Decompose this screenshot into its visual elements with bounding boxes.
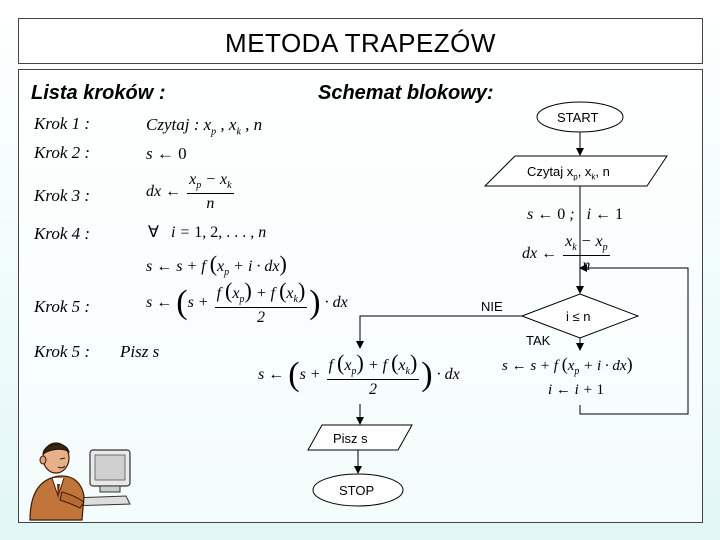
step-3-label: Krok 3 : — [34, 186, 91, 205]
flowchart-header: Schemat blokowy: — [318, 82, 494, 104]
no-label: NIE — [481, 299, 503, 314]
step-2-label: Krok 2 : — [34, 143, 91, 162]
stop-terminal — [312, 473, 404, 507]
loop-sum-formula: s ← s + f (xp + i · dx) — [502, 354, 633, 377]
person-at-computer-illustration — [29, 442, 131, 521]
title-box: METODA TRAPEZÓW — [18, 18, 703, 64]
step-4-loop: ∀ i = 1, 2, . . . , n — [148, 224, 267, 241]
connector-loop — [579, 264, 689, 415]
step-2-formula: s ← 0 — [146, 144, 187, 163]
write-label: Pisz s — [333, 431, 368, 446]
step-5b-label: Krok 5 : — [34, 342, 91, 361]
step-4-formula: s ← s + f (xp + i · dx) — [146, 251, 287, 279]
read-label: Czytaj xp, xk, n — [527, 164, 610, 182]
step-5a-formula: s ← (s + f (xp) + f (xk)2) · dx — [146, 278, 348, 327]
step-1-read: Czytaj : xp , xk , n — [146, 115, 263, 138]
slide-title: METODA TRAPEZÓW — [225, 28, 496, 58]
start-label: START — [557, 110, 599, 125]
write-parallelogram — [307, 424, 413, 451]
step-5b-text: Pisz s — [120, 342, 160, 361]
steps-header: Lista kroków : — [31, 82, 166, 104]
loop-increment-formula: i ← i + 1 — [548, 382, 604, 398]
final-formula: s ← (s + f (xp) + f (xk)2) · dx — [258, 350, 460, 399]
stop-label: STOP — [339, 483, 375, 498]
read-parallelogram — [483, 155, 668, 187]
init-formula: s ← 0 ; i ← 1 — [527, 206, 624, 223]
step-1-label: Krok 1 : — [34, 114, 91, 133]
yes-label: TAK — [526, 333, 551, 348]
condition-label: i ≤ n — [566, 309, 591, 324]
step-4-label: Krok 4 : — [34, 224, 91, 243]
connector-nie — [356, 315, 522, 349]
step-1-text: Czytaj : — [146, 115, 200, 134]
step-5a-label: Krok 5 : — [34, 297, 91, 316]
